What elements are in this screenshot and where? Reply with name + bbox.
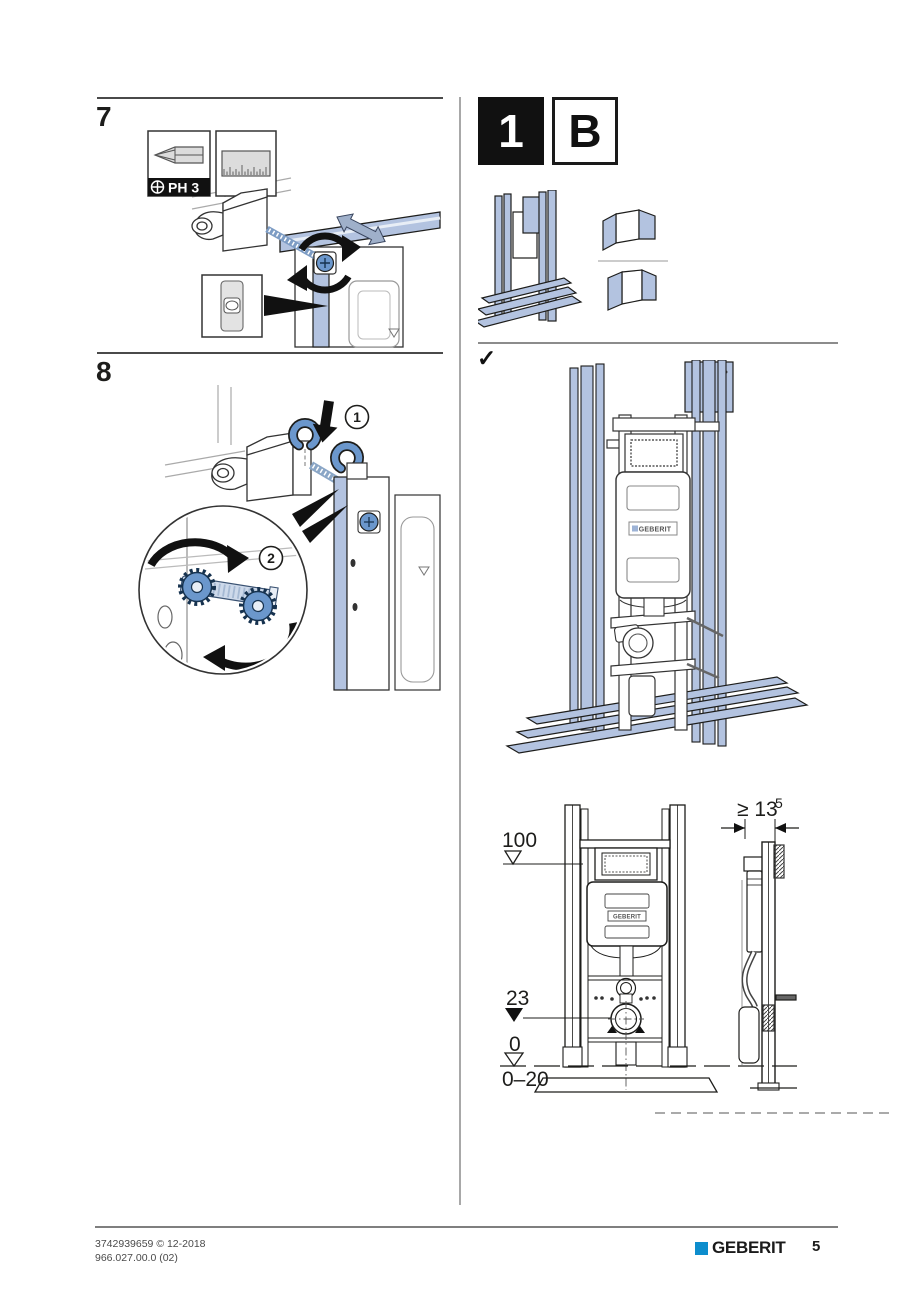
cistern-brand-label: GEBERIT	[639, 527, 672, 534]
front-view-details: GEBERIT	[594, 915, 656, 1090]
svg-text:2: 2	[267, 550, 275, 566]
stud-wall	[478, 190, 583, 328]
floor-rails	[505, 676, 809, 754]
footer-doc-code: 966.027.00.0 (02)	[95, 1252, 178, 1264]
footer-doc-info: 3742939659 © 12-2018 966.027.00.0 (02)	[95, 1237, 206, 1265]
wall-bracket	[211, 432, 312, 502]
frame-panel	[294, 246, 404, 348]
cistern-brand-label: GEBERIT	[613, 915, 641, 921]
step7-rule	[97, 97, 443, 99]
star-nut-icon	[178, 568, 216, 606]
svg-text:1: 1	[353, 409, 361, 425]
pointer-arrow-icon	[302, 505, 348, 543]
star-nut-icon	[239, 587, 277, 625]
column-divider	[459, 97, 461, 1205]
threaded-rod	[265, 225, 319, 261]
geberit-logo: GEBERIT	[695, 1238, 786, 1258]
dim-top-level: 100	[502, 829, 583, 866]
callout-1: 1	[344, 404, 370, 430]
cistern: GEBERIT	[615, 471, 691, 617]
step7-number: 7	[96, 101, 112, 132]
footer-rule	[95, 1226, 838, 1228]
pointer-arrow-icon	[264, 295, 328, 316]
magnifier-detail-circle: 2	[138, 505, 308, 675]
step8-rule	[97, 352, 443, 354]
stud-right	[691, 360, 727, 747]
floor-lines	[500, 1065, 895, 1114]
rotate-arrow-icon	[287, 232, 361, 294]
adjustment-screw	[313, 251, 337, 275]
stud-framing-illustration	[478, 190, 668, 328]
dim-wall-depth: ≥ 13 5	[721, 795, 799, 843]
frame-front-view	[533, 804, 719, 1093]
dim-outlet-level: 23	[505, 987, 611, 1022]
wall-lines	[164, 385, 246, 478]
dim-wall-depth-sup: 5	[775, 795, 783, 811]
arrow-down-icon	[312, 400, 338, 443]
diagonal-brace	[686, 662, 720, 680]
svg-text:23: 23	[506, 987, 529, 1010]
dim-floor-range: 0–20	[502, 1068, 549, 1091]
result-rule	[478, 342, 838, 344]
geberit-wordmark: GEBERIT	[712, 1238, 786, 1257]
installed-frame-illustration: GEBERIT	[505, 360, 809, 754]
step8-number: 8	[96, 356, 112, 387]
variant-badge: B	[552, 97, 618, 165]
stud-left	[569, 363, 605, 733]
svg-text:≥ 13: ≥ 13	[737, 798, 778, 821]
dimension-diagram: GEBERIT	[500, 795, 895, 1114]
frame-column	[333, 462, 390, 691]
callout-2: 2	[258, 545, 284, 571]
wall-bracket	[191, 188, 268, 252]
drain-fittings	[613, 624, 656, 717]
page-number: 5	[812, 1238, 821, 1255]
pointer-arrow-icon	[292, 489, 339, 527]
dim-floor-level: 0	[503, 1033, 525, 1068]
bracket-detail-top	[602, 209, 656, 252]
check-icon: ✓	[477, 345, 497, 371]
mounting-clip-icon	[288, 418, 322, 467]
spirit-level-icon	[201, 274, 263, 338]
phillips-bit-icon: PH 3	[147, 130, 211, 197]
frame-side-view	[738, 841, 797, 1091]
footer-doc-number: 3742939659 © 12-2018	[95, 1238, 206, 1250]
step7-illustration: PH 3	[147, 130, 441, 348]
ph3-label: PH 3	[168, 180, 199, 196]
geberit-logo-square	[695, 1241, 708, 1255]
diagonal-brace	[686, 616, 724, 638]
svg-text:100: 100	[502, 829, 537, 852]
frame-panel	[394, 494, 441, 691]
sequence-step-badge: 1	[478, 97, 544, 165]
bracket-detail-bottom	[607, 269, 657, 311]
ruler-icon	[215, 130, 277, 197]
double-arrow-icon	[336, 213, 386, 246]
svg-text:0: 0	[509, 1033, 521, 1056]
step8-illustration: 1	[138, 385, 441, 691]
